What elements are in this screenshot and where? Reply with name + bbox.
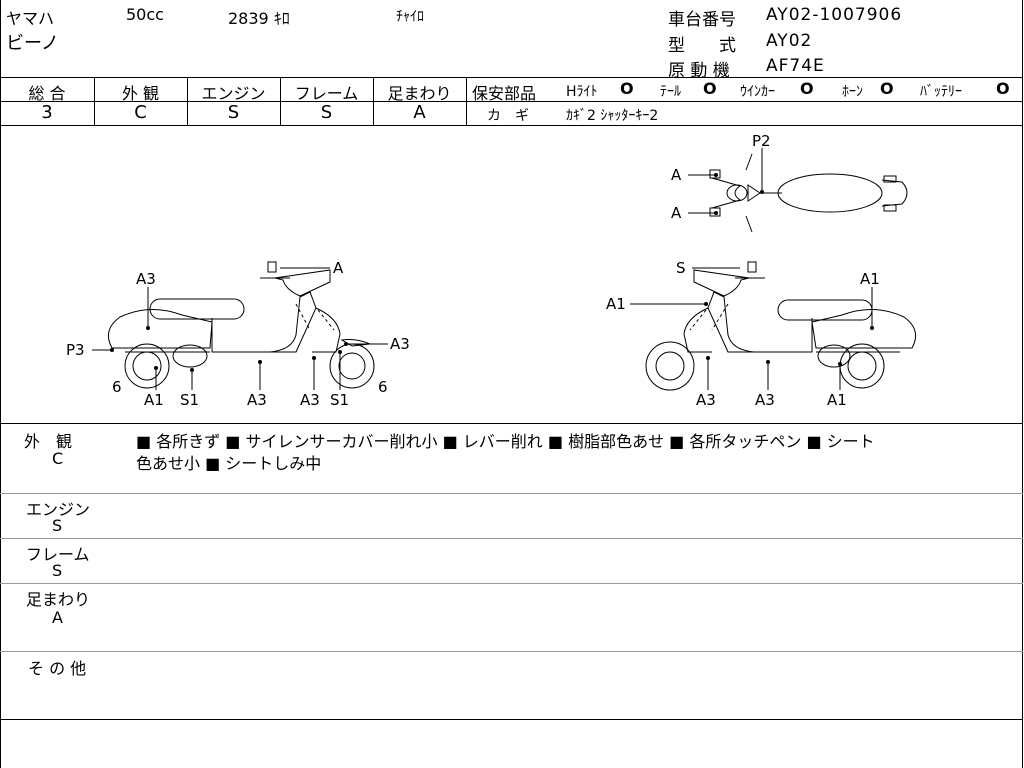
scooter-top-view [709, 153, 908, 233]
divider [187, 77, 188, 125]
section-suspension-label: 足まわり [26, 590, 91, 609]
section-engine-grade: S [52, 516, 63, 535]
section-exterior-text-1: ■ 各所きず ■ サイレンサーカバー削れ小 ■ レバー削れ ■ 樹脂部色あせ ■… [136, 432, 875, 451]
divider [280, 77, 281, 125]
scooter-right-dashed-lines [689, 303, 813, 350]
safety-battery: ﾊﾞｯﾃﾘｰ [920, 84, 962, 100]
label-top-1: A [671, 166, 682, 184]
safety-winker-mark: O [800, 79, 814, 98]
section-frame-grade: S [52, 561, 63, 580]
label-right-5: A1 [827, 391, 847, 409]
divider [466, 77, 467, 125]
score-header-suspension: 足まわり [387, 84, 452, 103]
frame-no: AY02-1007906 [766, 5, 903, 25]
safety-horn-mark: O [880, 79, 894, 98]
divider [0, 423, 1023, 424]
type-label: 型 式 [668, 36, 736, 56]
label-left-1: A [333, 259, 344, 277]
divider [94, 77, 95, 125]
label-top-2: A [671, 204, 682, 222]
safety-horn: ﾎｰﾝ [842, 84, 863, 100]
frame-right [1022, 0, 1023, 768]
divider [0, 493, 1023, 494]
scooter-diagram: A3 A P3 A3 6 6 A1 S1 A3 A3 S1 S A1 A1 A3… [66, 132, 917, 409]
score-engine: S [227, 102, 240, 123]
section-frame-label: フレーム [26, 545, 90, 564]
section-other-label: そ の 他 [28, 659, 87, 678]
frame-left [0, 0, 1, 768]
label-right-4: A3 [755, 391, 775, 409]
label-top-0: P2 [752, 132, 771, 150]
label-left-10: S1 [330, 391, 349, 409]
section-engine-label: エンジン [26, 500, 91, 519]
scooter-right-side-view [645, 261, 917, 391]
safety-headlight-mark: O [620, 79, 634, 98]
divider [0, 651, 1023, 652]
divider [0, 101, 1023, 102]
mileage: 2839 ｷﾛ [228, 9, 290, 28]
safety-headlight: Hﾗｲﾄ [566, 84, 598, 100]
safety-tail-mark: O [703, 79, 717, 98]
safety-label: 保安部品 [472, 84, 537, 103]
score-suspension: A [413, 102, 426, 123]
safety-tail: ﾃｰﾙ [660, 84, 681, 100]
score-header-frame: フレーム [294, 84, 359, 103]
score-frame: S [320, 102, 333, 123]
displacement: 50cc [126, 5, 164, 24]
score-exterior: C [134, 102, 147, 123]
safety-winker: ｳｲﾝｶｰ [740, 84, 775, 100]
label-right-2: A1 [860, 270, 880, 288]
divider [0, 583, 1023, 584]
score-header-total: 総 合 [28, 84, 66, 103]
score-header-engine: エンジン [201, 84, 266, 103]
model-name: ビーノ [6, 33, 59, 54]
divider [373, 77, 374, 125]
key-label: カ ギ [487, 108, 529, 124]
label-right-1: A1 [606, 295, 626, 313]
label-left-4: 6 [112, 378, 122, 396]
type-value: AY02 [766, 31, 813, 51]
score-header-exterior: 外 観 [121, 84, 160, 103]
section-exterior-label: 外 観 [24, 432, 73, 451]
section-suspension-grade: A [52, 608, 63, 627]
safety-battery-mark: O [996, 79, 1010, 98]
maker: ヤマハ [6, 9, 55, 28]
divider [0, 77, 1023, 78]
score-total: 3 [41, 102, 53, 123]
scooter-left-dashed-lines [211, 303, 335, 350]
label-left-7: S1 [180, 391, 199, 409]
label-left-2: P3 [66, 341, 85, 359]
divider [0, 125, 1023, 126]
key-value: ｶｷﾞ2 ｼｬｯﾀｰｷｰ2 [566, 108, 659, 124]
divider [0, 538, 1023, 539]
label-left-8: A3 [247, 391, 267, 409]
label-right-3: A3 [696, 391, 716, 409]
divider [0, 719, 1023, 720]
label-left-3: A3 [390, 335, 410, 353]
label-left-9: A3 [300, 391, 320, 409]
frame-no-label: 車台番号 [668, 10, 736, 30]
section-exterior-grade: C [52, 449, 64, 468]
color: ﾁｬｲﾛ [396, 9, 424, 25]
leader-lines [92, 148, 873, 390]
engine-value: AF74E [766, 56, 825, 76]
label-left-0: A3 [136, 270, 156, 288]
label-left-5: 6 [378, 378, 388, 396]
label-left-6: A1 [144, 391, 164, 409]
point-markers [110, 173, 874, 372]
engine-label: 原 動 機 [668, 61, 730, 81]
scooter-left-side-view [107, 261, 375, 389]
label-right-0: S [676, 259, 686, 277]
section-exterior-text-2: 色あせ小 ■ シートしみ中 [136, 454, 322, 473]
